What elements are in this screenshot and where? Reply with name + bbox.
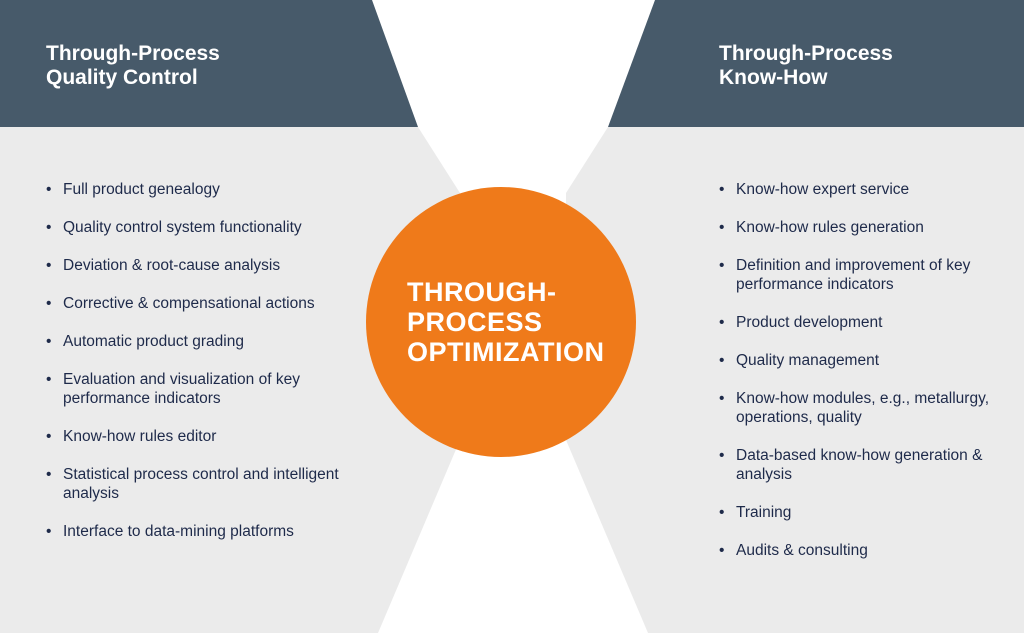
bullet-icon: • — [46, 181, 52, 198]
list-item: • Product development — [719, 313, 1009, 332]
left-panel-title: Through-Process Quality Control — [46, 42, 220, 90]
list-item: • Interface to data-mining platforms — [46, 522, 366, 541]
bullet-icon: • — [46, 219, 52, 236]
bullet-icon: • — [719, 390, 725, 407]
list-item: • Quality management — [719, 351, 1009, 370]
bullet-icon: • — [46, 295, 52, 312]
bullet-icon: • — [719, 314, 725, 331]
center-title: THROUGH- PROCESS OPTIMIZATION — [407, 277, 604, 367]
list-item: • Know-how rules generation — [719, 218, 1009, 237]
bullet-icon: • — [719, 352, 725, 369]
left-panel-body — [0, 127, 460, 633]
list-item-text: Know-how expert service — [736, 181, 910, 198]
right-title-line1: Through-Process — [719, 42, 893, 65]
list-item-text: Training — [736, 504, 792, 521]
bullet-icon: • — [46, 523, 52, 540]
list-item-text: Know-how modules, e.g., metallurgy, oper… — [736, 390, 989, 426]
bullet-icon: • — [46, 257, 52, 274]
list-item-text: Definition and improvement of key perfor… — [736, 257, 971, 293]
list-item: • Know-how modules, e.g., metallurgy, ope… — [719, 389, 1009, 427]
list-item: • Evaluation and visualization of key per… — [46, 370, 366, 408]
list-item: • Corrective & compensational actions — [46, 294, 366, 313]
right-title-line2: Know-How — [719, 66, 828, 89]
left-title-line2: Quality Control — [46, 66, 198, 89]
center-title-line2: PROCESS — [407, 307, 543, 337]
list-item-text: Statistical process control and intellig… — [63, 466, 339, 502]
bullet-icon: • — [719, 219, 725, 236]
left-panel-header — [0, 0, 418, 127]
list-item: • Know-how expert service — [719, 180, 1009, 199]
list-item-text: Know-how rules generation — [736, 219, 924, 236]
bullet-icon: • — [719, 504, 725, 521]
list-item: • Training — [719, 503, 1009, 522]
center-title-line3: OPTIMIZATION — [407, 337, 605, 367]
right-panel-body — [566, 127, 1024, 633]
list-item-text: Automatic product grading — [63, 333, 244, 350]
bullet-icon: • — [719, 447, 725, 464]
list-item-text: Interface to data-mining platforms — [63, 523, 294, 540]
bullet-icon: • — [46, 333, 52, 350]
bullet-icon: • — [46, 371, 52, 388]
bullet-icon: • — [719, 257, 725, 274]
list-item-text: Corrective & compensational actions — [63, 295, 315, 312]
bullet-icon: • — [719, 542, 725, 559]
list-item-text: Audits & consulting — [736, 542, 868, 559]
list-item-text: Quality management — [736, 352, 880, 369]
bullet-icon: • — [46, 428, 52, 445]
right-panel-title: Through-Process Know-How — [719, 42, 893, 90]
list-item: • Know-how rules editor — [46, 427, 366, 446]
list-item: • Automatic product grading — [46, 332, 366, 351]
list-item-text: Quality control system functionality — [63, 219, 302, 236]
list-item-text: Data-based know-how generation & analysi… — [736, 447, 983, 483]
right-panel-header — [608, 0, 1024, 127]
bullet-icon: • — [46, 466, 52, 483]
list-item: • Definition and improvement of key perfo… — [719, 256, 1009, 294]
center-title-line1: THROUGH- — [407, 277, 557, 307]
list-item: • Quality control system functionality — [46, 218, 366, 237]
list-item: • Audits & consulting — [719, 541, 1009, 560]
list-item: • Deviation & root-cause analysis — [46, 256, 366, 275]
list-item-text: Evaluation and visualization of key perf… — [63, 371, 300, 407]
list-item: • Data-based know-how generation & analys… — [719, 446, 1009, 484]
center-circle: THROUGH- PROCESS OPTIMIZATION — [366, 187, 636, 457]
list-item: • Statistical process control and intelli… — [46, 465, 366, 503]
list-item: • Full product genealogy — [46, 180, 366, 199]
right-feature-list: • Know-how expert service • Know-how rules… — [719, 180, 1009, 579]
left-feature-list: • Full product genealogy • Quality control… — [46, 180, 366, 560]
list-item-text: Deviation & root-cause analysis — [63, 257, 281, 274]
list-item-text: Full product genealogy — [63, 181, 220, 198]
list-item-text: Know-how rules editor — [63, 428, 217, 445]
list-item-text: Product development — [736, 314, 883, 331]
bullet-icon: • — [719, 181, 725, 198]
left-title-line1: Through-Process — [46, 42, 220, 65]
